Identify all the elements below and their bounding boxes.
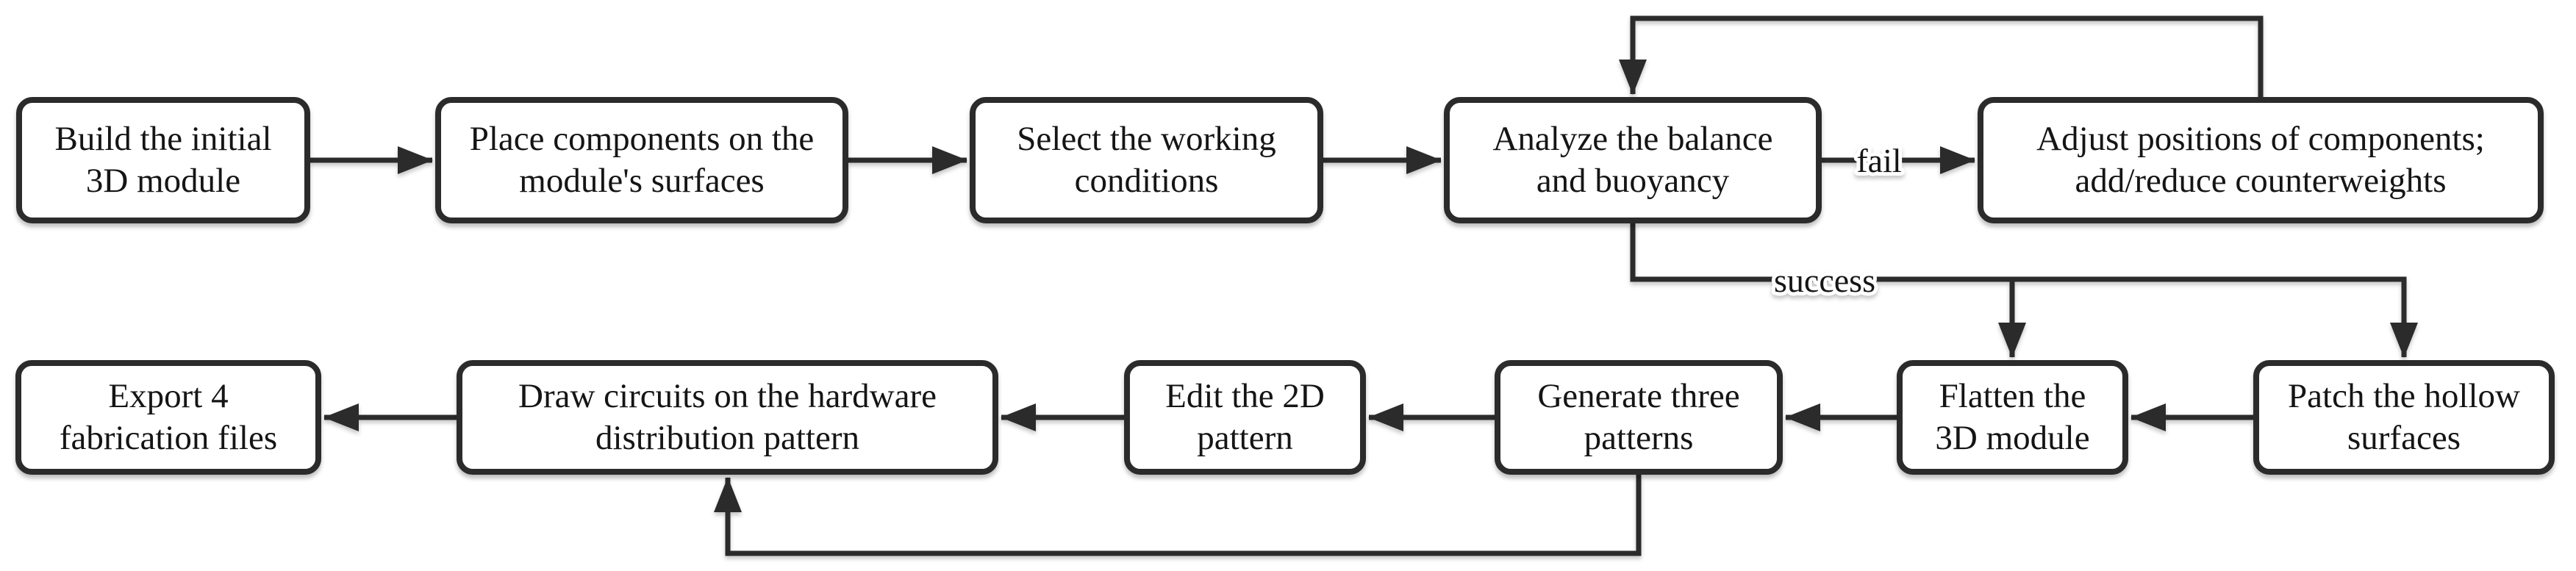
arrow-analyze-success-to-patch: [1630, 223, 2418, 358]
node-generate-three-patterns: Generate three patterns: [1495, 360, 1783, 475]
node-select-working-conditions: Select the working conditions: [970, 97, 1323, 223]
node-adjust-positions: Adjust positions of components; add/redu…: [1978, 97, 2544, 223]
node-flatten-3d-module: Flatten the 3D module: [1897, 360, 2128, 475]
node-export-fabrication-files: Export 4 fabrication files: [15, 360, 321, 475]
node-analyze-balance-buoyancy: Analyze the balance and buoyancy: [1444, 97, 1822, 223]
node-draw-circuits: Draw circuits on the hardware distributi…: [457, 360, 998, 475]
edge-label-success: success: [1774, 262, 1875, 299]
edge-label-fail: fail: [1856, 142, 1901, 179]
node-patch-hollow-surfaces: Patch the hollow surfaces: [2253, 360, 2555, 475]
arrow-generate-to-draw-loop: [714, 475, 1642, 556]
node-edit-2d-pattern: Edit the 2D pattern: [1124, 360, 1366, 475]
arrow-adjust-to-analyze-loop: [1619, 15, 2264, 97]
node-build-initial-3d-module: Build the initial 3D module: [16, 97, 310, 223]
node-place-components: Place components on the module's surface…: [435, 97, 848, 223]
